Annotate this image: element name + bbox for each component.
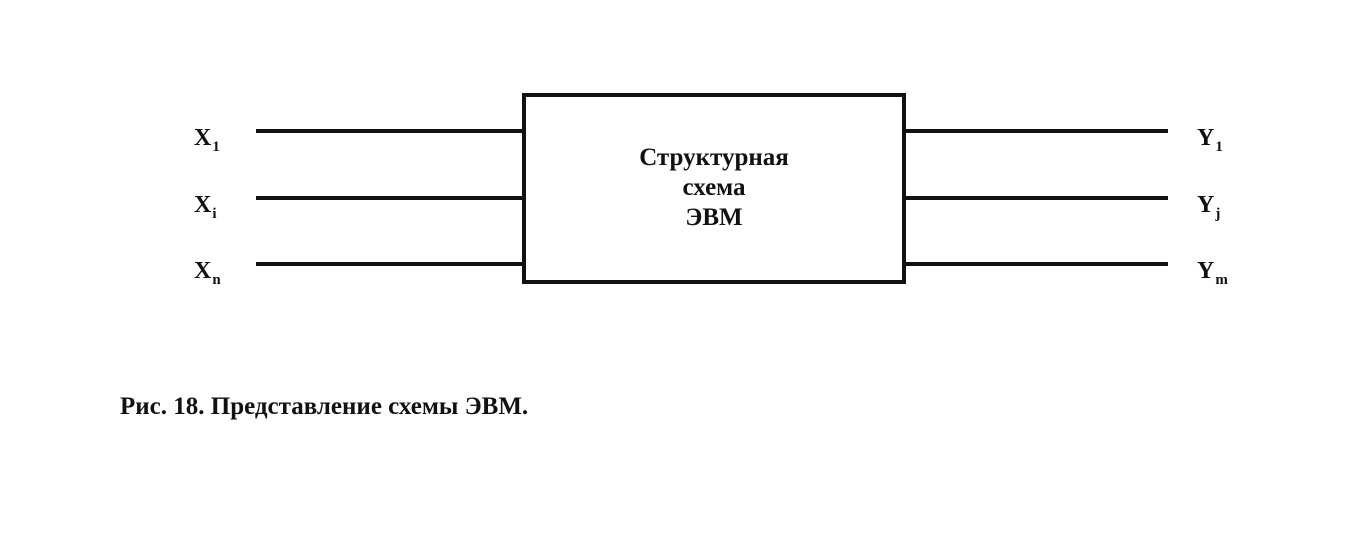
input-letter: X	[194, 258, 212, 284]
output-subscript: 1	[1215, 139, 1223, 155]
input-label-xi: Xi	[194, 192, 217, 222]
output-subscript: m	[1215, 272, 1228, 288]
output-label-y1: Y1	[1197, 125, 1223, 155]
output-letter: Y	[1197, 192, 1215, 218]
input-letter: X	[194, 192, 212, 218]
block-line-1: Структурная	[639, 144, 789, 171]
input-subscript: 1	[212, 139, 220, 155]
input-label-x1: X1	[194, 125, 220, 155]
output-letter: Y	[1197, 258, 1215, 284]
input-label-xn: Xn	[194, 258, 221, 288]
computer-block	[522, 93, 906, 284]
output-label-ym: Ym	[1197, 258, 1228, 288]
block-line-2: схема	[682, 174, 746, 201]
output-label-yj: Yj	[1197, 192, 1220, 222]
input-subscript: i	[212, 206, 217, 222]
input-letter: X	[194, 125, 212, 151]
output-letter: Y	[1197, 125, 1215, 151]
input-subscript: n	[212, 272, 221, 288]
block-line-3: ЭВМ	[685, 204, 743, 231]
figure-caption: Рис. 18. Представление схемы ЭВМ.	[120, 393, 529, 420]
computer-block-label: Структурная схема ЭВМ	[524, 143, 904, 233]
output-subscript: j	[1215, 206, 1221, 222]
